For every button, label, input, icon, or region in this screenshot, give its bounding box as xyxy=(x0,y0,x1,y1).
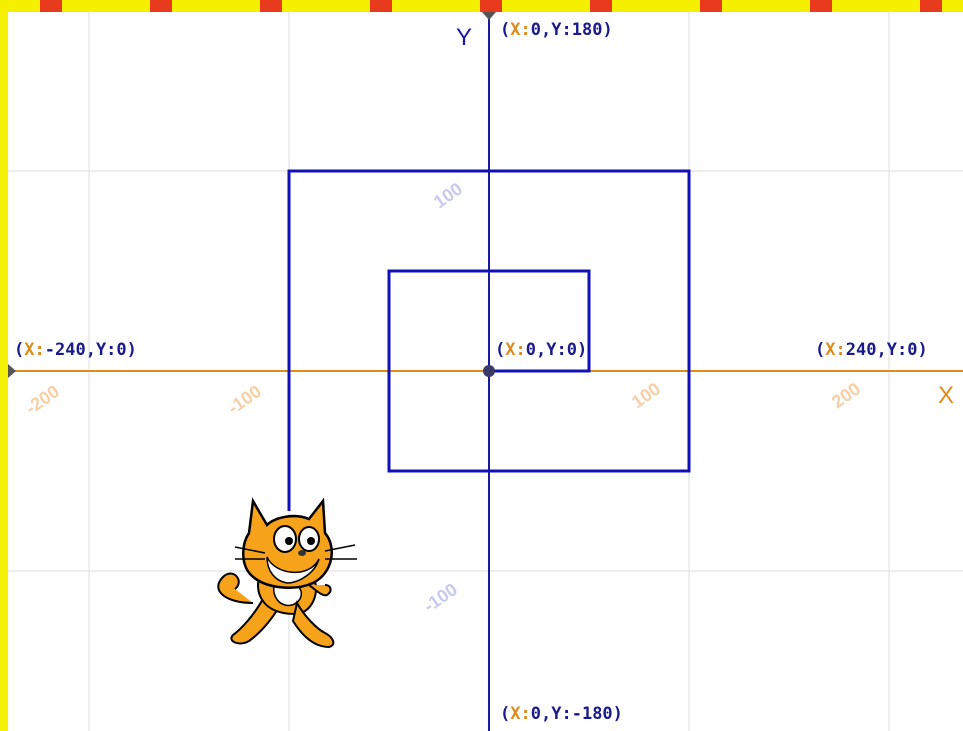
y-axis-top-arrow xyxy=(482,12,496,20)
x-axis-left-arrow xyxy=(8,364,16,378)
label-center: (X:0,Y:0) xyxy=(495,340,587,360)
y-axis-name: Y xyxy=(456,24,472,52)
left-yellow-border xyxy=(0,0,8,731)
label-right: (X:240,Y:0) xyxy=(815,340,928,360)
x-axis-name: X xyxy=(938,382,954,410)
label-left: (X:-240,Y:0) xyxy=(14,340,137,360)
label-bottom: (X:0,Y:-180) xyxy=(500,704,623,724)
scratch-cat-sprite xyxy=(218,501,357,647)
top-decor-strip xyxy=(0,0,963,12)
origin-dot xyxy=(483,365,495,377)
label-top: (X:0,Y:180) xyxy=(500,20,613,40)
